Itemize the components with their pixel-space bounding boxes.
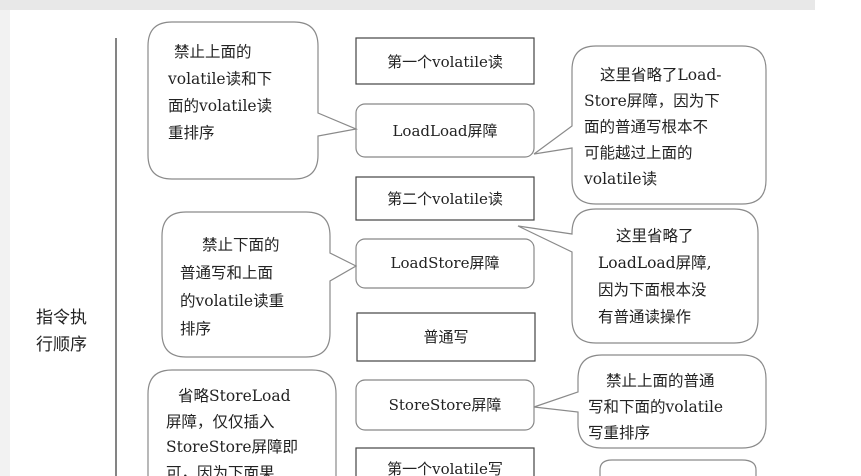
note-left-2: 禁止下面的 普通写和上面 的volatile读重 排序 <box>161 211 358 358</box>
note-left-2-line-1: 禁止下面的 <box>202 236 280 254</box>
note-left-1-line-3: 面的volatile读 <box>168 97 272 115</box>
left-margin-bar <box>0 10 10 476</box>
seq-first-volatile-read: 第一个volatile读 <box>355 37 535 85</box>
seq-normal-write-label: 普通写 <box>423 328 468 346</box>
note-right-3-line-2: 写和下面的volatile <box>588 398 723 416</box>
note-left-3-line-3: StoreStore屏障即 <box>166 438 298 456</box>
note-right-1-line-2: Store屏障，因为下 <box>584 92 720 110</box>
seq-normal-write: 普通写 <box>356 312 536 362</box>
note-right-4-partial <box>599 459 757 476</box>
note-right-1-line-1: 这里省略了Load- <box>600 66 722 84</box>
note-right-2: 这里省略了 LoadLoad屏障, 因为下面根本没 有普通读操作 <box>517 208 759 344</box>
seq-first-volatile-write-label: 第一个volatile写 <box>387 460 503 476</box>
seq-second-volatile-read-label: 第二个volatile读 <box>387 190 503 208</box>
seq-loadload-barrier-label: LoadLoad屏障 <box>392 122 497 140</box>
seq-first-volatile-write: 第一个volatile写 <box>355 447 535 476</box>
seq-storestore-barrier: StoreStore屏障 <box>355 379 535 431</box>
note-right-3: 禁止上面的普通 写和下面的volatile 写重排序 <box>533 354 767 449</box>
note-right-2-line-1: 这里省略了 <box>616 227 694 245</box>
note-right-2-line-2: LoadLoad屏障, <box>598 254 712 272</box>
seq-loadload-barrier: LoadLoad屏障 <box>355 103 535 158</box>
seq-second-volatile-read: 第二个volatile读 <box>355 176 535 221</box>
note-right-3-line-1: 禁止上面的普通 <box>606 372 715 390</box>
seq-storestore-barrier-label: StoreStore屏障 <box>389 396 502 414</box>
note-left-3-line-4: 可，因为下面果 <box>166 464 275 476</box>
seq-first-volatile-read-label: 第一个volatile读 <box>387 53 503 71</box>
note-right-2-line-3: 因为下面根本没 <box>598 281 707 299</box>
note-left-1-line-1: 禁止上面的 <box>174 43 252 61</box>
note-left-1-line-4: 重排序 <box>168 124 215 142</box>
side-label-line-1: 指令执 <box>36 308 87 328</box>
note-right-3-line-3: 写重排序 <box>588 424 650 442</box>
note-left-2-line-4: 排序 <box>180 320 211 338</box>
note-left-3: 省略StoreLoad 屏障，仅仅插入 StoreStore屏障即 可，因为下面… <box>147 369 337 476</box>
note-right-2-line-4: 有普通读操作 <box>598 308 691 326</box>
note-right-1: 这里省略了Load- Store屏障，因为下 面的普通写根本不 可能越过上面的 … <box>533 45 767 205</box>
note-left-3-line-1: 省略StoreLoad <box>178 387 291 405</box>
top-scroll-bar <box>0 0 815 10</box>
note-right-1-line-4: 可能越过上面的 <box>584 144 693 162</box>
volatile-barrier-diagram: 指令执 行顺序 第一个volatile读 LoadLoad屏障 第二个volat… <box>36 21 767 476</box>
note-right-1-line-5: volatile读 <box>583 170 657 188</box>
note-left-2-line-2: 普通写和上面 <box>180 264 273 282</box>
note-left-2-line-3: 的volatile读重 <box>180 292 284 310</box>
note-right-1-line-3: 面的普通写根本不 <box>584 118 708 136</box>
seq-loadstore-barrier-label: LoadStore屏障 <box>391 254 500 272</box>
note-left-3-line-2: 屏障，仅仅插入 <box>166 413 275 431</box>
note-left-1: 禁止上面的 volatile读和下 面的volatile读 重排序 <box>147 21 359 180</box>
seq-loadstore-barrier: LoadStore屏障 <box>355 238 535 289</box>
note-left-1-line-2: volatile读和下 <box>167 70 272 88</box>
side-label-line-2: 行顺序 <box>36 335 87 355</box>
right-margin <box>815 0 861 476</box>
